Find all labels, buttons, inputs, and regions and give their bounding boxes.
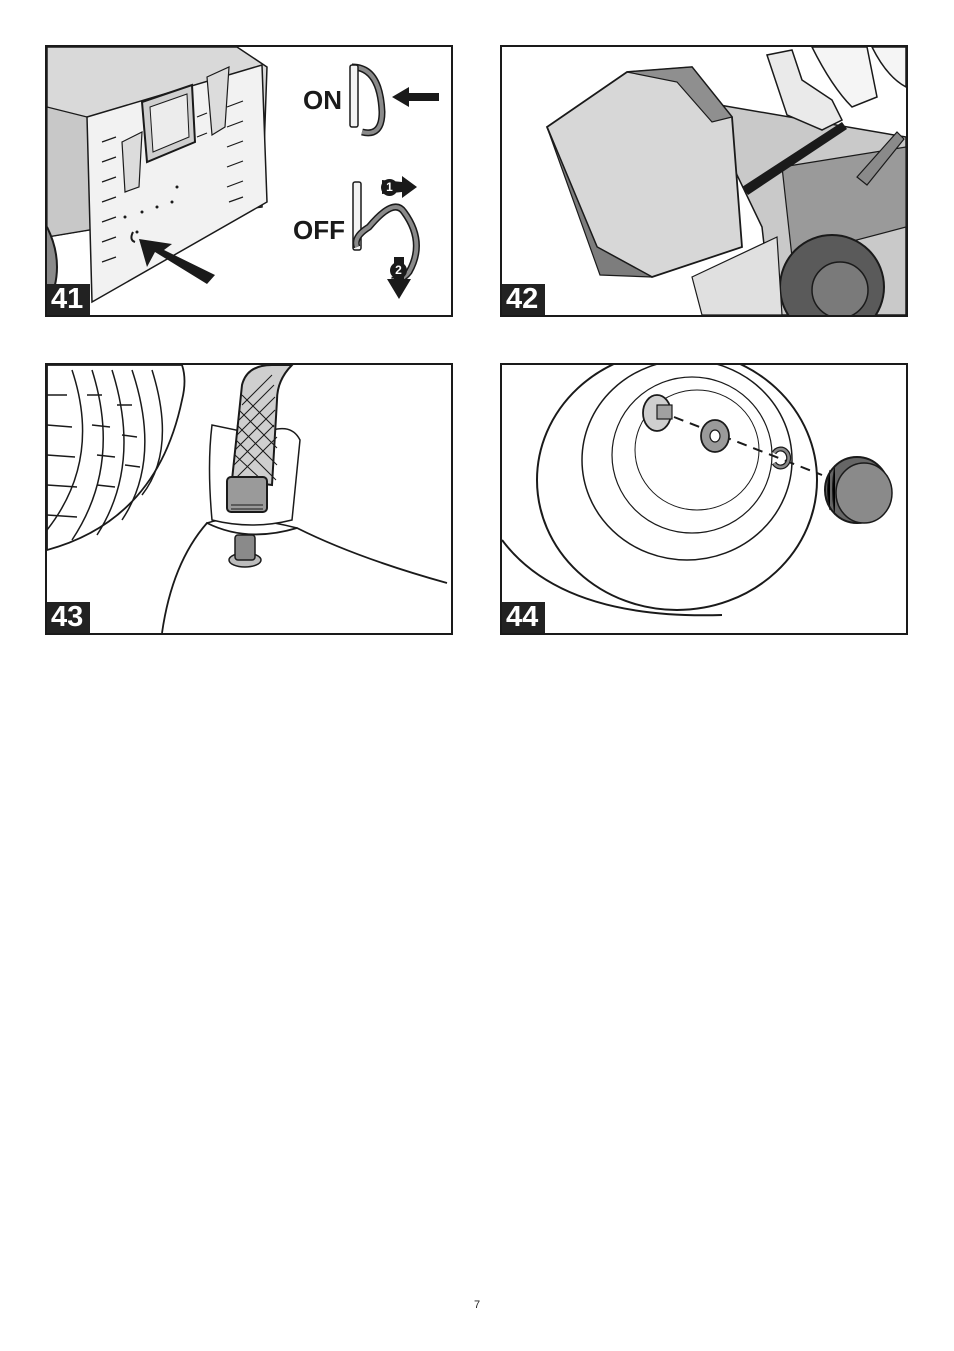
on-label: ON <box>303 85 342 116</box>
step-2-badge: 2 <box>390 262 407 279</box>
figure-number: 41 <box>47 284 90 315</box>
figure-number: 43 <box>47 602 90 633</box>
figure-number: 42 <box>502 284 545 315</box>
figure-43-illustration <box>47 365 451 633</box>
off-label: OFF <box>293 215 345 246</box>
figure-43-panel: 43 <box>45 363 453 635</box>
figure-42-panel: 42 <box>500 45 908 317</box>
step-1-badge: 1 <box>381 179 398 196</box>
page-number: 7 <box>0 1299 954 1311</box>
figure-44-illustration <box>502 365 906 633</box>
figure-42-illustration <box>502 47 906 315</box>
figure-41-panel: ON OFF 1 2 41 <box>45 45 453 317</box>
figure-44-panel: 44 <box>500 363 908 635</box>
figure-number: 44 <box>502 602 545 633</box>
